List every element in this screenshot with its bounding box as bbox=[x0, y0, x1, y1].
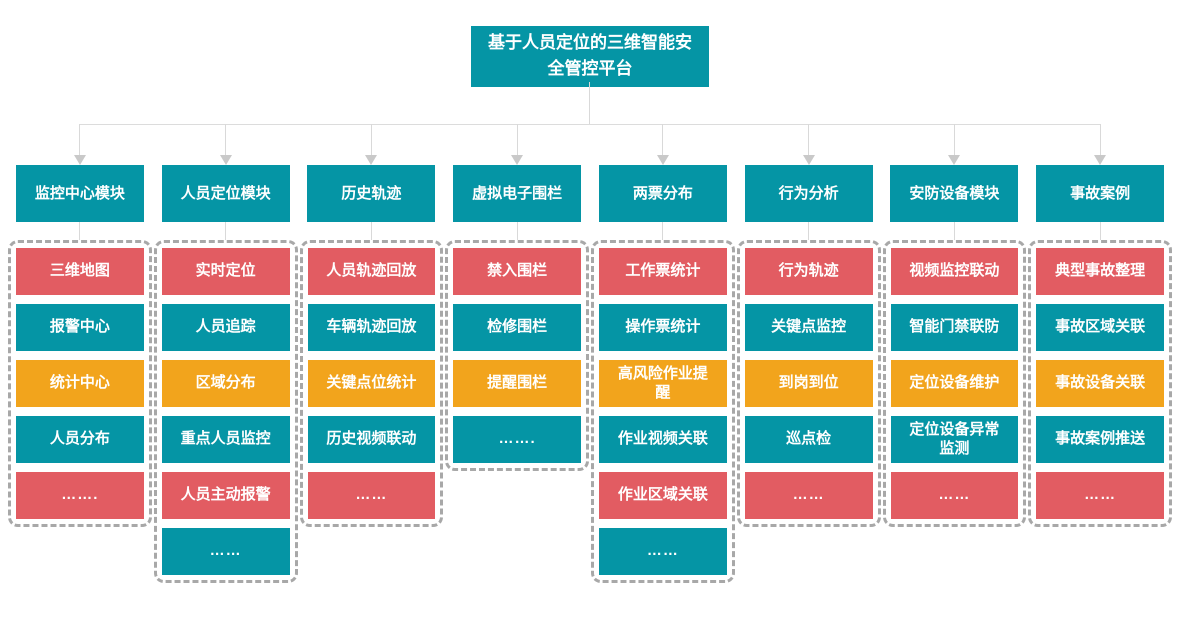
more-items-placeholder: …… bbox=[161, 528, 290, 575]
connector-drop-line bbox=[79, 124, 81, 155]
module-items-group: 典型事故整理事故区域关联事故设备关联事故案例推送 …… bbox=[1028, 240, 1172, 527]
feature-item: 行为轨迹 bbox=[744, 248, 873, 295]
feature-item: 实时定位 bbox=[161, 248, 290, 295]
module-items-group: 行为轨迹关键点监控到岗到位巡点检 …… bbox=[736, 240, 881, 527]
feature-item: 到岗到位 bbox=[744, 360, 873, 407]
module-items-group: 工作票统计操作票统计高风险作业提醒作业视频关联作业区域关联 …… bbox=[591, 240, 735, 583]
feature-item: 三维地图 bbox=[16, 248, 144, 295]
feature-item: 人员分布 bbox=[16, 416, 144, 463]
module-header: 虚拟电子围栏 bbox=[453, 165, 582, 222]
feature-item: 巡点检 bbox=[744, 416, 873, 463]
connector-stub-line bbox=[953, 222, 955, 240]
module-items-group: 禁入围栏检修围栏提醒围栏 ……. bbox=[445, 240, 589, 471]
feature-item: 事故案例推送 bbox=[1036, 416, 1164, 463]
module-column: 事故案例典型事故整理事故区域关联事故设备关联事故案例推送 …… bbox=[1028, 124, 1172, 583]
module-column: 行为分析行为轨迹关键点监控到岗到位巡点检 …… bbox=[736, 124, 881, 583]
connector-stub-line bbox=[662, 222, 664, 240]
modules-row: 监控中心模块三维地图报警中心统计中心人员分布…….人员定位模块实时定位人员追踪区… bbox=[0, 124, 1180, 583]
connector-drop-line bbox=[225, 124, 227, 155]
module-header: 人员定位模块 bbox=[161, 165, 290, 222]
feature-item: 定位设备异常监测 bbox=[890, 416, 1019, 463]
feature-item: 作业区域关联 bbox=[599, 472, 727, 519]
more-items-placeholder: …… bbox=[307, 472, 436, 519]
connector-stub-line bbox=[1099, 222, 1101, 240]
module-column: 历史轨迹人员轨迹回放车辆轨迹回放关键点位统计历史视频联动 …… bbox=[299, 124, 444, 583]
module-column: 安防设备模块视频监控联动智能门禁联防定位设备维护定位设备异常监测 …… bbox=[882, 124, 1027, 583]
module-column: 监控中心模块三维地图报警中心统计中心人员分布 ……. bbox=[8, 124, 152, 583]
more-items-placeholder: …… bbox=[744, 472, 873, 519]
feature-item: 操作票统计 bbox=[599, 304, 727, 351]
feature-item: 关键点监控 bbox=[744, 304, 873, 351]
feature-item: 关键点位统计 bbox=[307, 360, 436, 407]
more-items-placeholder: …… bbox=[1036, 472, 1164, 519]
arrow-down-icon bbox=[511, 155, 524, 165]
module-column: 虚拟电子围栏禁入围栏检修围栏提醒围栏 ……. bbox=[445, 124, 589, 583]
more-items-placeholder: ……. bbox=[453, 416, 581, 463]
feature-item: 车辆轨迹回放 bbox=[307, 304, 436, 351]
feature-item: 作业视频关联 bbox=[599, 416, 727, 463]
connector-stub-line bbox=[808, 222, 810, 240]
arrow-down-icon bbox=[802, 155, 815, 165]
more-items-placeholder: …… bbox=[890, 472, 1019, 519]
feature-item: 视频监控联动 bbox=[890, 248, 1019, 295]
connector-drop-line bbox=[808, 124, 810, 155]
more-items-placeholder: ……. bbox=[16, 472, 144, 519]
feature-item: 提醒围栏 bbox=[453, 360, 581, 407]
module-header: 历史轨迹 bbox=[307, 165, 436, 222]
feature-item: 人员追踪 bbox=[161, 304, 290, 351]
connector-drop-line bbox=[370, 124, 372, 155]
arrow-down-icon bbox=[73, 155, 86, 165]
arrow-down-icon bbox=[656, 155, 669, 165]
module-items-group: 视频监控联动智能门禁联防定位设备维护定位设备异常监测 …… bbox=[882, 240, 1027, 527]
feature-item: 高风险作业提醒 bbox=[599, 360, 727, 407]
module-column: 两票分布工作票统计操作票统计高风险作业提醒作业视频关联作业区域关联 …… bbox=[591, 124, 735, 583]
feature-item: 人员轨迹回放 bbox=[307, 248, 436, 295]
module-items-group: 人员轨迹回放车辆轨迹回放关键点位统计历史视频联动 …… bbox=[299, 240, 444, 527]
connector-stub-line bbox=[225, 222, 227, 240]
connector-drop-line bbox=[662, 124, 664, 155]
module-header: 安防设备模块 bbox=[890, 165, 1019, 222]
module-items-group: 实时定位人员追踪区域分布重点人员监控人员主动报警 …… bbox=[153, 240, 298, 583]
feature-item: 定位设备维护 bbox=[890, 360, 1019, 407]
arrow-down-icon bbox=[1094, 155, 1107, 165]
feature-item: 报警中心 bbox=[16, 304, 144, 351]
module-header: 监控中心模块 bbox=[15, 165, 144, 222]
feature-item: 重点人员监控 bbox=[161, 416, 290, 463]
connector-drop-line bbox=[516, 124, 518, 155]
connector-stub-line bbox=[516, 222, 518, 240]
connector-drop-line bbox=[953, 124, 955, 155]
feature-item: 事故设备关联 bbox=[1036, 360, 1164, 407]
module-column: 人员定位模块实时定位人员追踪区域分布重点人员监控人员主动报警 …… bbox=[153, 124, 298, 583]
arrow-down-icon bbox=[948, 155, 961, 165]
module-header: 两票分布 bbox=[598, 165, 727, 222]
more-items-placeholder: …… bbox=[599, 528, 727, 575]
connector-horizontal-line bbox=[80, 124, 1101, 125]
connector-stub-line bbox=[370, 222, 372, 240]
arrow-down-icon bbox=[219, 155, 232, 165]
feature-item: 工作票统计 bbox=[599, 248, 727, 295]
feature-item: 禁入围栏 bbox=[453, 248, 581, 295]
feature-item: 检修围栏 bbox=[453, 304, 581, 351]
feature-item: 人员主动报警 bbox=[161, 472, 290, 519]
root-node-title: 基于人员定位的三维智能安全管控平台 bbox=[471, 26, 709, 87]
arrow-down-icon bbox=[365, 155, 378, 165]
module-header: 行为分析 bbox=[744, 165, 873, 222]
feature-item: 智能门禁联防 bbox=[890, 304, 1019, 351]
feature-item: 区域分布 bbox=[161, 360, 290, 407]
connector-drop-line bbox=[1099, 124, 1101, 155]
module-items-group: 三维地图报警中心统计中心人员分布 ……. bbox=[8, 240, 152, 527]
module-header: 事故案例 bbox=[1036, 165, 1165, 222]
feature-item: 统计中心 bbox=[16, 360, 144, 407]
feature-item: 事故区域关联 bbox=[1036, 304, 1164, 351]
feature-item: 典型事故整理 bbox=[1036, 248, 1164, 295]
connector-trunk-line bbox=[589, 82, 590, 124]
connector-stub-line bbox=[79, 222, 81, 240]
feature-item: 历史视频联动 bbox=[307, 416, 436, 463]
